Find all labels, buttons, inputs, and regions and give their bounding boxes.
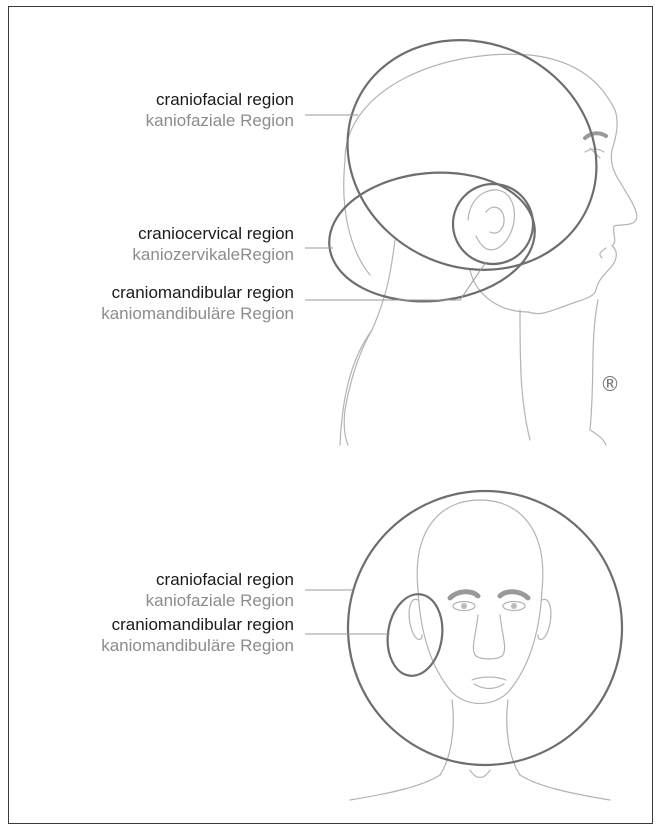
side-region-outlines (310, 0, 635, 310)
head-profile-sketch (340, 54, 637, 445)
label-craniocervical-side: craniocervical region kaniozervikaleRegi… (132, 223, 294, 266)
front-region-outlines (348, 491, 622, 765)
side-leader-lines (305, 115, 486, 300)
label-craniomandibular-front-de: kaniomandibuläre Region (101, 635, 294, 656)
label-craniomandibular-front-en: craniomandibular region (101, 614, 294, 635)
front-craniomandibular-region-ellipse (383, 591, 448, 680)
label-craniofacial-side-de: kaniofaziale Region (146, 110, 294, 131)
label-craniomandibular-side-en: craniomandibular region (101, 282, 294, 303)
label-craniofacial-side-en: craniofacial region (146, 89, 294, 110)
label-craniofacial-front-de: kaniofaziale Region (146, 590, 294, 611)
label-craniocervical-side-de: kaniozervikaleRegion (132, 244, 294, 265)
side-craniofacial-region-ellipse (310, 0, 635, 310)
registered-trademark-mark: ® (600, 372, 620, 396)
label-craniofacial-front-en: craniofacial region (146, 569, 294, 590)
label-craniomandibular-front: craniomandibular region kaniomandibuläre… (101, 614, 294, 657)
label-craniofacial-front: craniofacial region kaniofaziale Region (146, 569, 294, 612)
label-craniomandibular-side-de: kaniomandibuläre Region (101, 303, 294, 324)
label-craniomandibular-side: craniomandibular region kaniomandibuläre… (101, 282, 294, 325)
side-craniomandibular-region-circle (453, 184, 533, 264)
label-craniofacial-side: craniofacial region kaniofaziale Region (146, 89, 294, 132)
label-craniocervical-side-en: craniocervical region (132, 223, 294, 244)
